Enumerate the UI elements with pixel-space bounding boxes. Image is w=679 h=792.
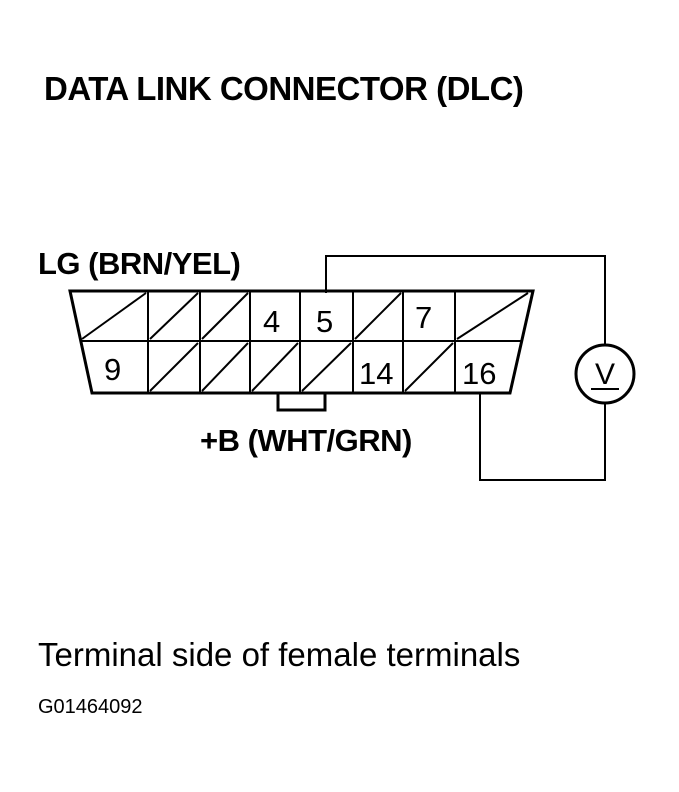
diagram-title: DATA LINK CONNECTOR (DLC)	[44, 70, 524, 107]
lg-wire	[325, 255, 606, 345]
terminal-9-label: 9	[104, 352, 121, 387]
terminal-14-label: 14	[359, 356, 393, 391]
voltmeter-icon: V	[574, 343, 636, 405]
b-plus-wire	[479, 393, 606, 481]
terminal-5-label: 5	[316, 304, 333, 339]
b-plus-wire-label: +B (WHT/GRN)	[200, 423, 412, 458]
lg-wire-label: LG (BRN/YEL)	[38, 246, 241, 281]
terminal-4-label: 4	[263, 304, 280, 339]
terminal-16-label: 16	[462, 356, 496, 391]
caption: Terminal side of female terminals	[38, 636, 521, 673]
connector-lock-tab	[276, 393, 327, 412]
connector-outline	[68, 289, 535, 395]
figure-code: G01464092	[38, 696, 143, 718]
terminal-7-label: 7	[415, 300, 432, 335]
column-dividers	[147, 291, 456, 393]
voltmeter-symbol: V	[595, 358, 615, 391]
blank-cavity-hatching	[81, 292, 529, 392]
